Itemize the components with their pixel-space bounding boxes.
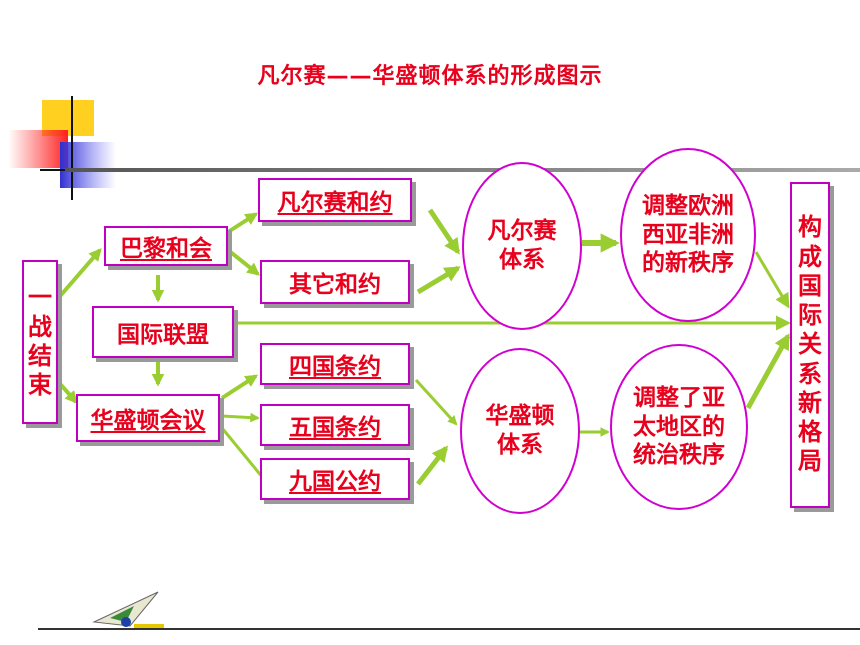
footer-rule bbox=[38, 628, 860, 630]
arrow-europe-to-result bbox=[754, 251, 790, 309]
node-five-power-treaty: 五国条约 bbox=[260, 404, 410, 446]
page-title: 凡尔赛——华盛顿体系的形成图示 bbox=[257, 64, 603, 89]
node-versailles-system-label: 凡尔赛 体系 bbox=[487, 218, 557, 273]
node-war-end: 一 战 结 束 bbox=[22, 260, 58, 424]
node-nine-power-treaty: 九国公约 bbox=[260, 458, 410, 500]
node-paris-label: 巴黎和会 bbox=[120, 236, 212, 262]
node-new-pattern-char: 际 bbox=[798, 301, 822, 330]
node-other-treaties-label: 其它和约 bbox=[289, 272, 381, 298]
arrow-paris-to-other bbox=[226, 248, 260, 276]
node-washington-conference: 华盛顿会议 bbox=[76, 394, 220, 442]
node-new-pattern-char: 国 bbox=[798, 271, 822, 300]
arrow-four-to-system bbox=[414, 378, 458, 426]
node-new-pattern: 构 成 国 际 关 系 新 格 局 bbox=[790, 182, 830, 508]
node-war-end-char: 束 bbox=[28, 371, 52, 400]
node-europe-order-label: 调整欧洲 西亚非洲 的新秩序 bbox=[642, 192, 734, 277]
arrow-other-to-system bbox=[416, 265, 461, 295]
node-four-power-treaty: 四国条约 bbox=[260, 343, 410, 385]
node-war-end-char: 战 bbox=[28, 312, 52, 341]
node-paris-conference: 巴黎和会 bbox=[104, 226, 228, 266]
node-nine-power-label: 九国公约 bbox=[289, 469, 381, 495]
node-five-power-label: 五国条约 bbox=[289, 415, 381, 441]
node-versailles-system: 凡尔赛 体系 bbox=[462, 162, 582, 330]
node-new-pattern-char: 构 bbox=[798, 213, 822, 242]
node-washington-system: 华盛顿 体系 bbox=[460, 348, 580, 514]
node-versailles-treaty-label: 凡尔赛和约 bbox=[277, 190, 393, 216]
node-new-pattern-char: 关 bbox=[798, 330, 822, 359]
corner-decoration bbox=[8, 96, 120, 200]
node-new-pattern-char: 新 bbox=[798, 388, 822, 417]
node-washington-label: 华盛顿会议 bbox=[90, 408, 206, 434]
node-versailles-treaty: 凡尔赛和约 bbox=[258, 178, 412, 222]
node-war-end-char: 一 bbox=[28, 283, 52, 312]
arrow-washington-to-five bbox=[221, 412, 260, 423]
footer-paper-plane-icon bbox=[92, 591, 164, 628]
arrow-washington-to-four bbox=[220, 374, 259, 400]
node-washington-system-label: 华盛顿 体系 bbox=[485, 403, 555, 458]
arrow-paris-to-versailles bbox=[226, 212, 259, 234]
node-league-label: 国际联盟 bbox=[117, 322, 209, 348]
node-war-end-char: 结 bbox=[28, 342, 52, 370]
arrow-nine-to-system bbox=[416, 445, 448, 486]
node-league-of-nations: 国际联盟 bbox=[92, 306, 234, 358]
header-rule bbox=[65, 168, 860, 172]
node-new-pattern-char: 格 bbox=[798, 418, 822, 447]
node-asia-order-label: 调整了亚 太地区的 统治秩序 bbox=[633, 384, 725, 469]
node-asia-order: 调整了亚 太地区的 统治秩序 bbox=[610, 344, 748, 510]
node-new-pattern-char: 成 bbox=[798, 242, 822, 271]
arrow-asia-to-result bbox=[745, 333, 791, 410]
arrow-versailles-treaty-to-system bbox=[427, 208, 461, 255]
node-europe-order: 调整欧洲 西亚非洲 的新秩序 bbox=[620, 148, 756, 322]
node-other-treaties: 其它和约 bbox=[260, 260, 410, 304]
node-new-pattern-char: 局 bbox=[798, 447, 822, 476]
node-four-power-label: 四国条约 bbox=[289, 354, 381, 380]
node-new-pattern-char: 系 bbox=[798, 359, 822, 388]
